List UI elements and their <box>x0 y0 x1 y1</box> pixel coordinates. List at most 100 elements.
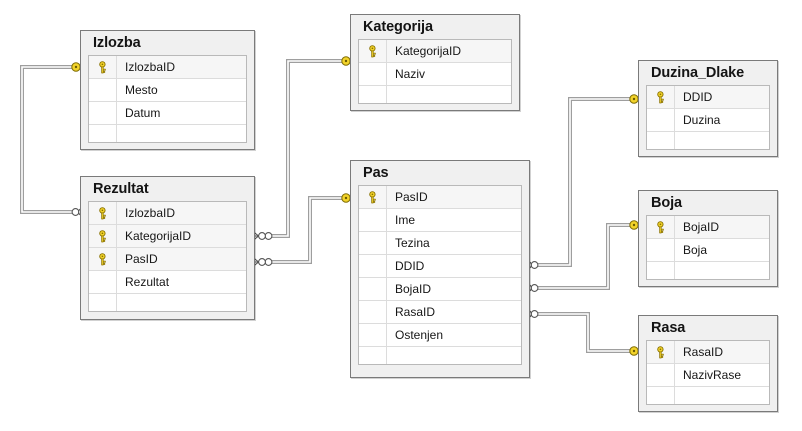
primary-key-icon <box>657 345 664 358</box>
field-key-gutter <box>89 79 117 101</box>
field-name: KategorijaID <box>395 44 462 58</box>
field-key-gutter <box>647 109 675 131</box>
field-name: Naziv <box>395 67 426 81</box>
field-name: PasID <box>125 252 158 266</box>
field-key-gutter <box>89 202 117 224</box>
field-row-empty[interactable] <box>647 387 769 405</box>
primary-key-icon <box>369 44 376 57</box>
field-row-empty[interactable] <box>359 86 511 104</box>
field-row[interactable]: Mesto <box>89 79 246 102</box>
field-key-gutter <box>647 216 675 238</box>
field-row[interactable]: Ostenjen <box>359 324 521 347</box>
field-key-gutter <box>647 341 675 363</box>
field-row[interactable]: DDID <box>359 255 521 278</box>
field-name: Ime <box>395 213 416 227</box>
field-name: Boja <box>683 243 708 257</box>
field-row[interactable]: Duzina <box>647 109 769 132</box>
field-row[interactable]: BojaID <box>359 278 521 301</box>
field-name: Duzina <box>683 113 721 127</box>
field-key-gutter <box>647 387 675 404</box>
entity-title-kategorija: Kategorija <box>363 19 433 35</box>
field-name: IzlozbaID <box>125 60 176 74</box>
field-key-gutter <box>89 125 117 142</box>
field-row-empty[interactable] <box>647 132 769 150</box>
entity-title-izlozba: Izlozba <box>93 35 141 51</box>
field-key-gutter <box>647 132 675 149</box>
many-endpoint-pas-rezultat <box>253 257 273 267</box>
field-name: DDID <box>395 259 425 273</box>
relationship-rasa-pas-outline <box>538 312 630 353</box>
field-key-gutter <box>359 278 387 300</box>
entity-fields-duzina_dlake: DDID Duzina <box>646 85 770 150</box>
field-key-gutter <box>359 255 387 277</box>
field-row[interactable]: Rezultat <box>89 271 246 294</box>
field-key-gutter <box>359 86 387 103</box>
field-row[interactable]: Ime <box>359 209 521 232</box>
field-key-gutter <box>359 232 387 254</box>
field-row[interactable]: PasID <box>89 248 246 271</box>
field-row[interactable]: Datum <box>89 102 246 125</box>
field-key-gutter <box>359 209 387 231</box>
primary-key-icon <box>99 252 106 265</box>
field-name: Ostenjen <box>395 328 444 342</box>
field-row-empty[interactable] <box>647 262 769 280</box>
field-row[interactable]: BojaID <box>647 216 769 239</box>
primary-key-icon <box>99 60 106 73</box>
field-row-empty[interactable] <box>359 347 521 365</box>
field-row[interactable]: Boja <box>647 239 769 262</box>
field-row[interactable]: RasaID <box>647 341 769 364</box>
field-key-gutter <box>89 56 117 78</box>
field-row-empty[interactable] <box>89 294 246 312</box>
field-row[interactable]: Naziv <box>359 63 511 86</box>
field-row[interactable]: IzlozbaID <box>89 202 246 225</box>
field-row[interactable]: NazivRase <box>647 364 769 387</box>
entity-fields-kategorija: KategorijaID Naziv <box>358 39 512 104</box>
entity-title-rezultat: Rezultat <box>93 181 149 197</box>
field-row[interactable]: KategorijaID <box>89 225 246 248</box>
field-name: IzlozbaID <box>125 206 176 220</box>
field-key-gutter <box>89 248 117 270</box>
field-row[interactable]: KategorijaID <box>359 40 511 63</box>
relationship-izlozba-rezultat-outline <box>20 65 72 214</box>
primary-key-icon <box>99 206 106 219</box>
field-name: Datum <box>125 106 161 120</box>
relationship-izlozba-rezultat-core <box>21 66 72 213</box>
primary-key-icon <box>369 190 376 203</box>
field-row[interactable]: Tezina <box>359 232 521 255</box>
field-row[interactable]: RasaID <box>359 301 521 324</box>
field-name: Tezina <box>395 236 430 250</box>
field-row[interactable]: IzlozbaID <box>89 56 246 79</box>
field-key-gutter <box>647 239 675 261</box>
field-key-gutter <box>359 324 387 346</box>
relationship-pas-rezultat-outline <box>272 196 342 264</box>
relationship-rasa-pas-core <box>538 313 630 352</box>
field-key-gutter <box>647 364 675 386</box>
many-endpoint-kategorija-rezultat <box>253 231 273 241</box>
field-row[interactable]: DDID <box>647 86 769 109</box>
primary-key-icon <box>657 220 664 233</box>
field-name: PasID <box>395 190 428 204</box>
relationship-boja-pas-core <box>538 224 630 289</box>
field-key-gutter <box>359 347 387 364</box>
field-row[interactable]: PasID <box>359 186 521 209</box>
entity-title-pas: Pas <box>363 165 389 181</box>
entity-title-duzina_dlake: Duzina_Dlake <box>651 65 745 81</box>
field-name: NazivRase <box>683 368 742 382</box>
field-name: Rezultat <box>125 275 170 289</box>
relationship-duzina-pas-core <box>538 98 630 266</box>
entity-title-boja: Boja <box>651 195 683 211</box>
field-key-gutter <box>647 262 675 279</box>
field-key-gutter <box>359 186 387 208</box>
field-row-empty[interactable] <box>89 125 246 143</box>
field-key-gutter <box>359 63 387 85</box>
relationship-pas-rezultat-core <box>272 197 342 263</box>
